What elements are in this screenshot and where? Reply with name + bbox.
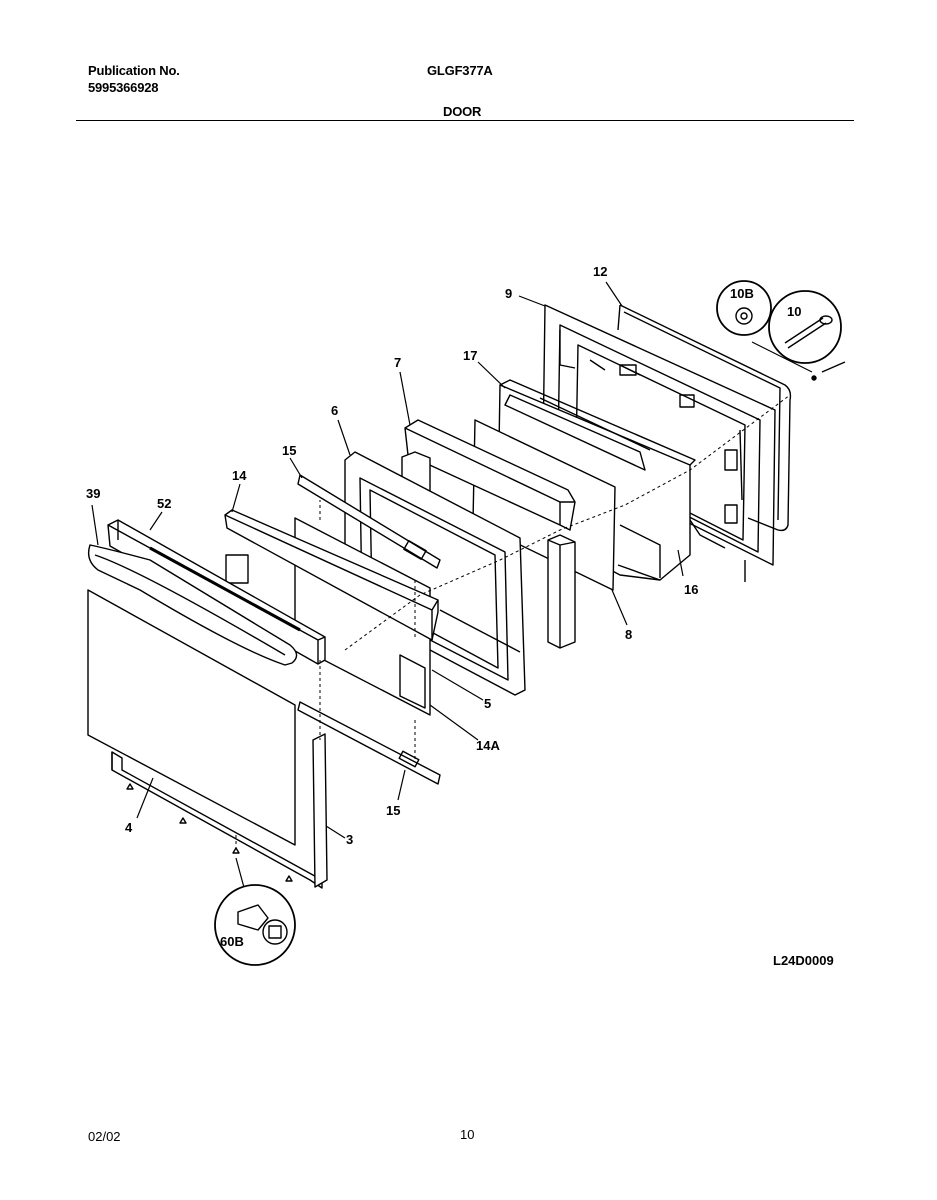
part-label-12: 12 xyxy=(593,264,607,279)
part-label-15-lower: 15 xyxy=(386,803,400,818)
part-label-9: 9 xyxy=(505,286,512,301)
inner-door-liner xyxy=(542,304,776,582)
callout-60b xyxy=(214,884,296,966)
part-label-4: 4 xyxy=(125,820,133,835)
hinge-channel-lower xyxy=(297,701,441,785)
section-title: DOOR xyxy=(443,104,482,119)
part-label-3: 3 xyxy=(346,832,353,847)
insulation-baffle xyxy=(404,419,576,531)
publication-number: 5995366928 xyxy=(88,80,159,95)
spacer-pad-left xyxy=(225,554,249,584)
callout-10b xyxy=(716,280,772,336)
part-labels: 12 9 10B 10 7 17 6 15 14 39 52 16 8 5 14… xyxy=(86,264,801,949)
leader-lines xyxy=(91,281,813,896)
part-label-7: 7 xyxy=(394,355,401,370)
lower-door-trim xyxy=(111,733,328,889)
part-label-6: 6 xyxy=(331,403,338,418)
hinge-channel-upper xyxy=(297,474,441,569)
header-rule xyxy=(76,120,854,121)
screws xyxy=(126,783,293,882)
part-label-60b: 60B xyxy=(220,934,244,949)
part-label-10b: 10B xyxy=(730,286,754,301)
part-label-10: 10 xyxy=(787,304,801,319)
footer-date: 02/02 xyxy=(88,1129,121,1144)
handle-support-bracket xyxy=(107,519,326,665)
part-label-5: 5 xyxy=(484,696,491,711)
part-label-52: 52 xyxy=(157,496,171,511)
assembly-lines xyxy=(235,394,791,848)
callout-10 xyxy=(768,290,846,381)
publication-label: Publication No. xyxy=(88,63,180,78)
part-label-14a: 14A xyxy=(476,738,500,753)
insulation-block-right xyxy=(547,534,576,649)
model-number: GLGF377A xyxy=(427,63,493,78)
part-label-15-upper: 15 xyxy=(282,443,296,458)
door-frame xyxy=(344,451,526,696)
door-trim-strip xyxy=(224,509,439,641)
part-label-16: 16 xyxy=(684,582,698,597)
diagram-code: L24D0009 xyxy=(773,953,834,968)
part-label-39: 39 xyxy=(86,486,100,501)
part-label-14: 14 xyxy=(232,468,247,483)
part-label-8: 8 xyxy=(625,627,632,642)
door-gasket xyxy=(617,304,792,532)
door-handle xyxy=(87,544,298,666)
outer-door-panel xyxy=(87,589,296,846)
spacer-pad-14a xyxy=(399,654,426,709)
part-label-17: 17 xyxy=(463,348,477,363)
footer-page-number: 10 xyxy=(460,1127,475,1142)
